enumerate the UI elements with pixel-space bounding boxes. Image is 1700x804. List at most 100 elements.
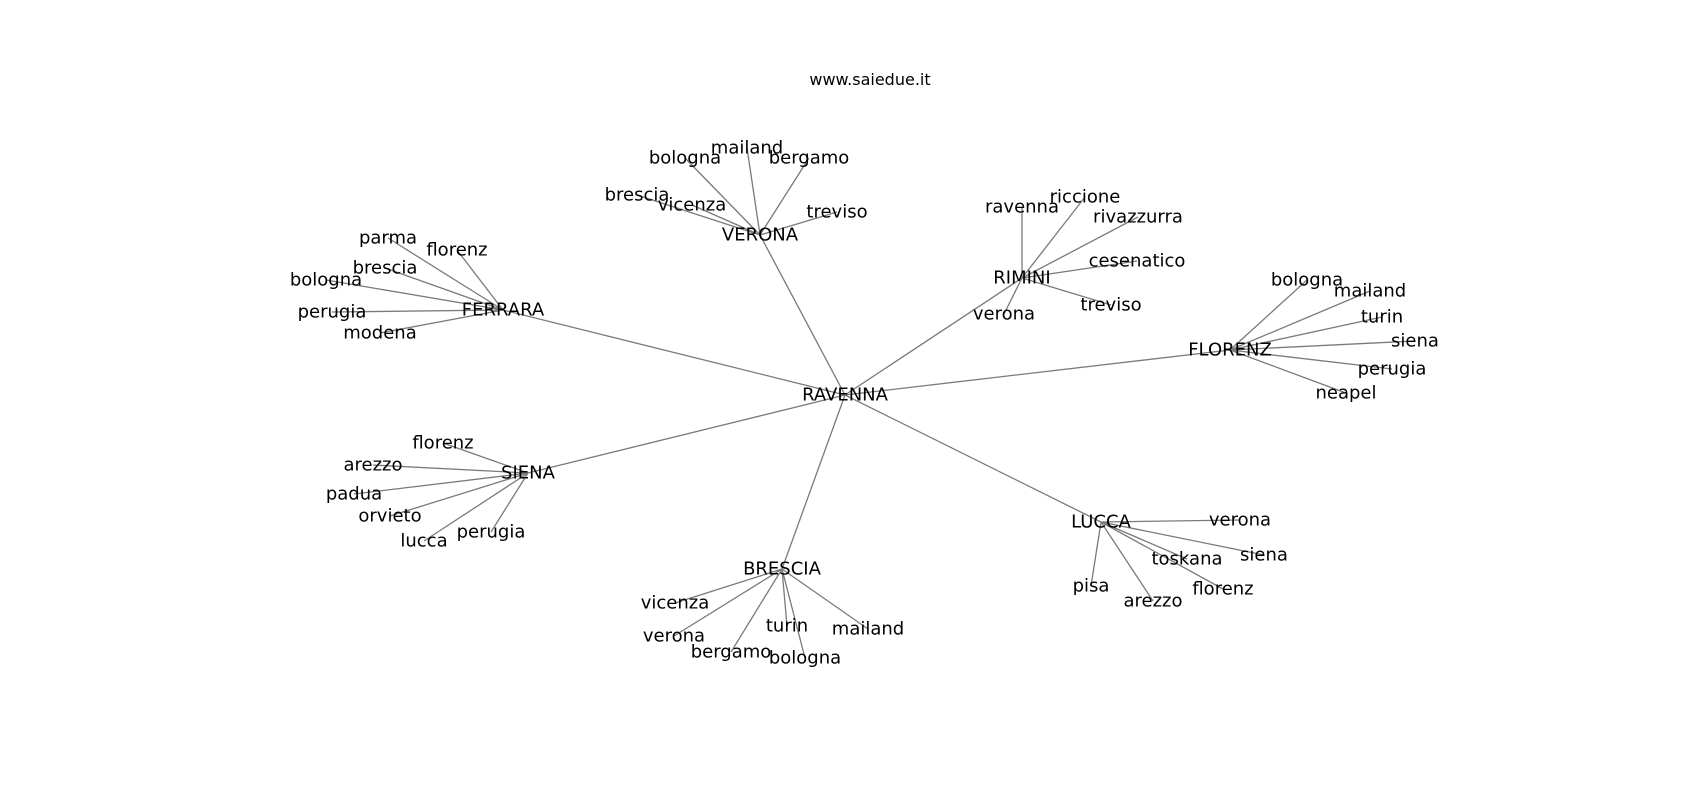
node-hub-ferrara: FERRARA [462,300,545,321]
edge-brescia_hub-1 [673,568,783,637]
edge-rimini_hub-2 [1021,216,1139,279]
node-leaf-siena-orvieto: orvieto [358,506,421,527]
node-hub-rimini: RIMINI [993,268,1050,289]
edge-root-siena_hub [527,394,846,474]
edge-ferrara_hub-2 [384,267,504,311]
node-leaf-ferrara-parma: parma [359,228,417,249]
edge-root-brescia_hub [781,394,846,570]
node-leaf-siena-padua: padua [326,484,382,505]
edge-ferrara_hub-4 [331,309,504,313]
edge-rimini_hub-4 [1021,277,1112,306]
edge-lucca_hub-4 [1100,521,1154,602]
node-leaf-florenz-perugia: perugia [1358,359,1427,380]
node-leaf-ferrara-perugia: perugia [298,302,367,323]
edge-lucca_hub-2 [1100,521,1188,560]
node-hub-lucca: LUCCA [1071,512,1131,533]
node-leaf-brescia-turin: turin [766,616,808,637]
edge-florenz_hub-5 [1229,349,1347,394]
node-leaf-siena-perugia: perugia [457,522,526,543]
edge-verona_hub-2 [759,157,810,236]
edge-siena_hub-3 [389,472,529,517]
edge-brescia_hub-4 [781,568,806,659]
node-leaf-siena-arezzo: arezzo [343,455,402,476]
node-leaf-brescia-bergamo: bergamo [691,642,772,663]
node-leaf-verona-bergamo: bergamo [769,148,850,169]
edge-siena_hub-5 [490,472,529,533]
node-hub-verona: VERONA [722,225,799,246]
edge-verona_hub-5 [759,211,838,236]
edge-verona_hub-0 [684,157,761,236]
node-leaf-lucca-arezzo: arezzo [1123,591,1182,612]
edge-root-ferrara_hub [502,309,846,396]
node-leaf-verona-brescia: brescia [605,185,670,206]
edge-root-verona_hub [759,234,846,396]
edge-verona_hub-1 [746,147,761,236]
edge-brescia_hub-3 [781,568,788,627]
edge-root-florenz_hub [844,349,1231,396]
node-leaf-lucca-florenz: florenz [1192,579,1253,600]
edge-rimini_hub-5 [1003,277,1023,315]
edge-siena_hub-1 [372,464,529,474]
page-title: www.saiedue.it [809,70,931,89]
node-leaf-ferrara-modena: modena [343,323,417,344]
node-leaf-florenz-bologna: bologna [1271,270,1343,291]
node-leaf-ferrara-florenz: florenz [426,240,487,261]
node-leaf-siena-lucca: lucca [400,531,447,552]
node-leaf-ferrara-brescia: brescia [353,258,418,279]
edge-lucca_hub-5 [1100,521,1224,590]
edge-siena_hub-4 [423,472,529,542]
node-leaf-brescia-vicenza: vicenza [641,593,710,614]
edge-siena_hub-2 [353,472,529,495]
node-leaf-florenz-mailand: mailand [1334,281,1406,302]
node-leaf-ferrara-bologna: bologna [290,270,362,291]
labels-layer: RAVENNAVERONAbolognamailandbergamobresci… [290,138,1439,669]
node-leaf-verona-bologna: bologna [649,148,721,169]
node-leaf-rimini-verona: verona [973,304,1035,325]
edge-siena_hub-0 [442,442,529,474]
node-hub-siena: SIENA [501,463,556,484]
edge-brescia_hub-0 [674,568,783,604]
node-leaf-brescia-bologna: bologna [769,648,841,669]
node-leaf-lucca-toskana: toskana [1151,549,1222,570]
edges-layer [325,147,1416,659]
edge-root-rimini_hub [844,277,1023,396]
edge-florenz_hub-1 [1229,290,1371,351]
edge-verona_hub-3 [636,194,761,236]
edge-rimini_hub-3 [1021,260,1138,279]
node-leaf-florenz-neapel: neapel [1315,383,1376,404]
node-leaf-brescia-verona: verona [643,626,705,647]
edge-florenz_hub-4 [1229,349,1393,370]
edge-florenz_hub-0 [1229,279,1308,351]
node-leaf-brescia-mailand: mailand [832,619,904,640]
edge-root-lucca_hub [844,394,1102,523]
edge-florenz_hub-3 [1229,340,1416,351]
node-root-ravenna: RAVENNA [802,385,889,406]
node-leaf-verona-vicenza: vicenza [658,195,727,216]
node-leaf-rimini-rivazzurra: rivazzurra [1093,207,1183,228]
edge-brescia_hub-2 [730,568,783,653]
node-leaf-lucca-pisa: pisa [1073,576,1110,597]
edge-brescia_hub-5 [781,568,869,630]
node-leaf-rimini-cesenatico: cesenatico [1089,251,1186,272]
edge-ferrara_hub-5 [379,309,504,334]
edge-florenz_hub-2 [1229,316,1383,351]
edge-ferrara_hub-0 [387,237,504,311]
edge-lucca_hub-1 [1100,521,1265,556]
node-hub-brescia: BRESCIA [743,559,822,580]
edge-lucca_hub-0 [1100,519,1241,523]
node-leaf-florenz-turin: turin [1361,307,1403,328]
edge-verona_hub-4 [691,204,761,236]
node-leaf-siena-florenz: florenz [412,433,473,454]
node-leaf-lucca-verona: verona [1209,510,1271,531]
edge-ferrara_hub-3 [325,279,504,311]
edge-ferrara_hub-1 [456,249,504,311]
edge-rimini_hub-1 [1021,196,1086,279]
node-leaf-rimini-riccione: riccione [1050,187,1121,208]
node-leaf-rimini-treviso: treviso [1080,295,1141,316]
node-leaf-lucca-siena: siena [1240,545,1288,566]
node-leaf-florenz-siena: siena [1391,331,1439,352]
edge-lucca_hub-3 [1090,521,1102,587]
node-hub-florenz: FLORENZ [1188,340,1272,361]
